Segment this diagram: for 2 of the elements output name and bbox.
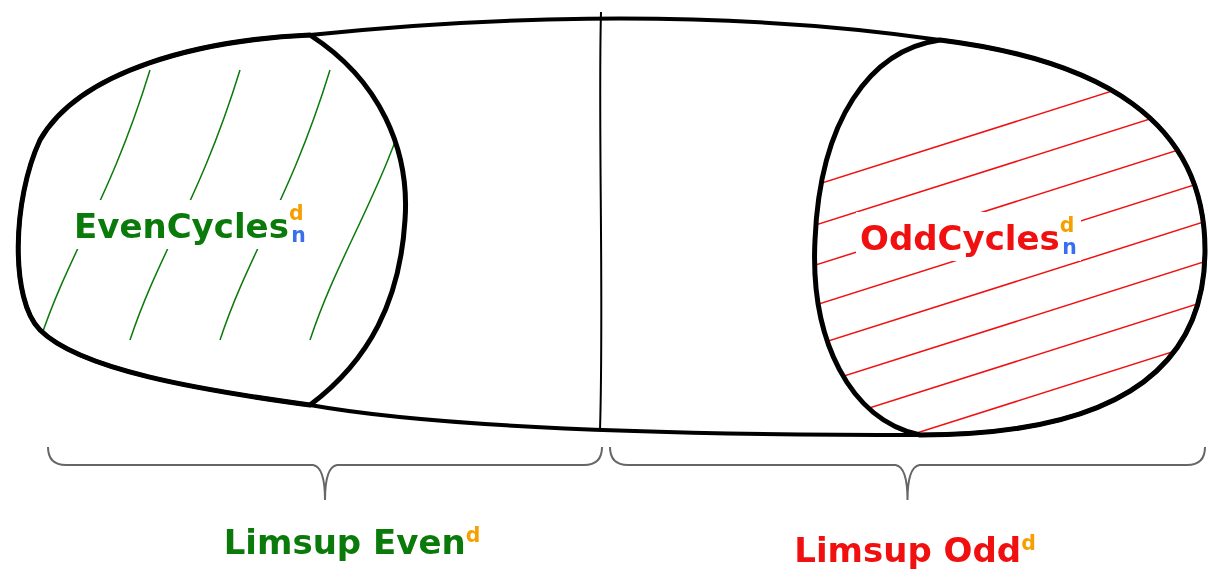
brace-label: Limsup Odd$^{d}$ — [794, 530, 1036, 570]
brace-label: Limsup Even$^{d}$ — [223, 522, 481, 562]
